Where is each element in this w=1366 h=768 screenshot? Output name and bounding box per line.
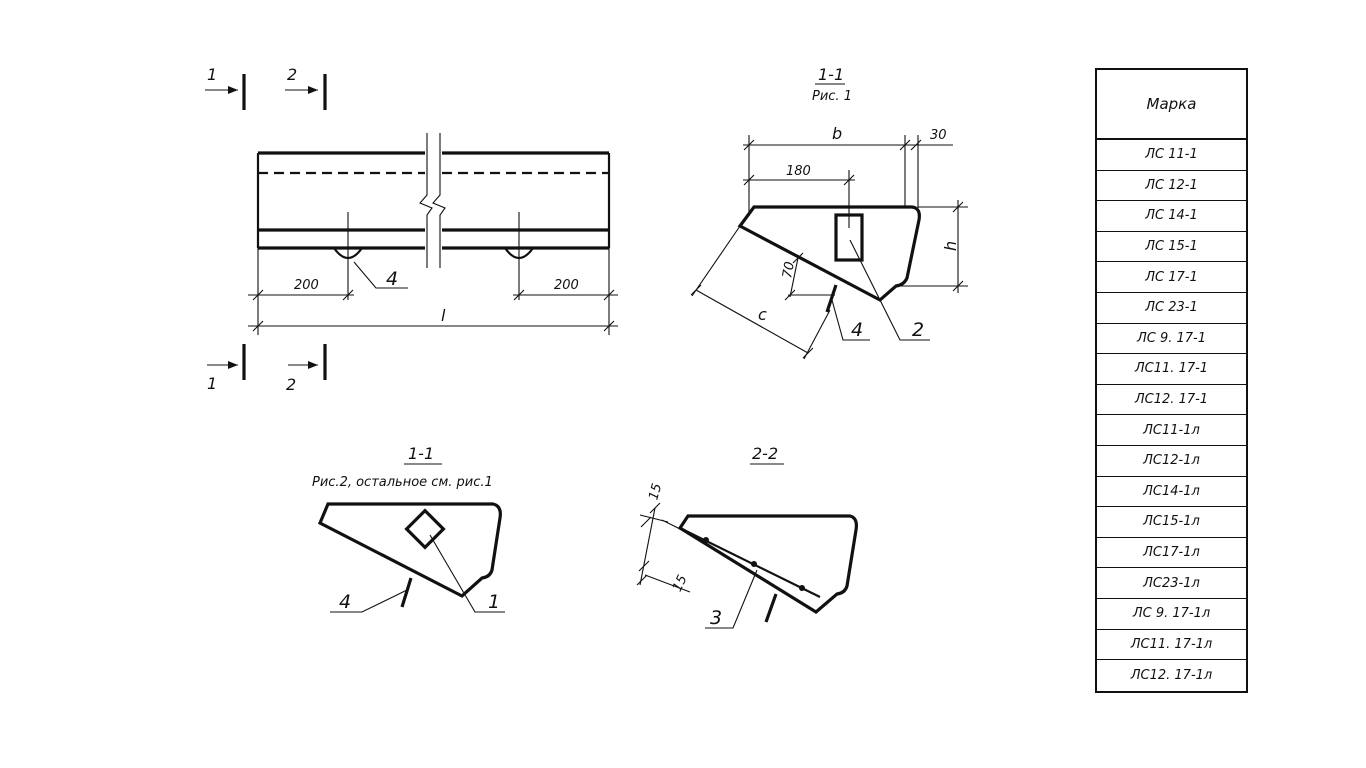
dimension-180: 180 — [743, 164, 855, 228]
section-label-1-top: 1 — [207, 65, 217, 84]
dimension-200-right: 200 — [513, 248, 618, 335]
callout-4-fig2: 4 — [339, 591, 351, 613]
dimension-c: c — [690, 225, 831, 360]
marka-table-row: ЛС17-1л — [1097, 538, 1246, 569]
callout-leader-2-fig1: 2 — [849, 239, 930, 341]
section-1-1-fig2-title: 1-1 — [408, 444, 434, 463]
dim-15-a-label: 15 — [646, 482, 665, 502]
section-marker-1-top: 1 — [205, 65, 246, 110]
marka-table-row: ЛС12-1л — [1097, 446, 1246, 477]
section-1-1-fig2-subtitle: Рис.2, остальное см. рис.1 — [312, 475, 493, 490]
dim-c-label: c — [758, 305, 767, 324]
section-label-2-top: 2 — [287, 65, 297, 84]
section-marker-2-top: 2 — [285, 65, 327, 110]
dim-15-b-label: 15 — [670, 573, 691, 594]
dimension-200-left: 200 — [248, 248, 354, 335]
dim-200-left-label: 200 — [294, 278, 319, 293]
marka-table-row: ЛС 17-1 — [1097, 262, 1246, 293]
dimension-length: l — [248, 306, 618, 332]
callout-4-elevation: 4 — [386, 268, 398, 290]
elevation-view: 1 2 1 2 — [205, 65, 618, 394]
callout-leader-1-fig2: 1 — [429, 534, 505, 613]
section-profile-fig1 — [737, 205, 921, 302]
callout-1-fig2: 1 — [488, 591, 500, 613]
marka-table-row: ЛС11. 17-1 — [1097, 354, 1246, 385]
dimension-15: 15 15 — [636, 482, 691, 594]
embedded-plate-fig2 — [404, 508, 446, 550]
dim-180-label: 180 — [786, 164, 811, 179]
section-2-2-title: 2-2 — [752, 444, 778, 463]
section-profile-fig2 — [317, 502, 502, 598]
dim-200-right-label: 200 — [554, 278, 579, 293]
marka-table: Марка ЛС 11-1 ЛС 12-1 ЛС 14-1 ЛС 15-1 ЛС… — [1095, 68, 1248, 693]
callout-leader-4-fig1: 4 — [831, 299, 870, 341]
marka-table-row: ЛС14-1л — [1097, 477, 1246, 508]
marka-table-row: ЛС 9. 17-1л — [1097, 599, 1246, 630]
marka-table-row: ЛС 12-1 — [1097, 171, 1246, 202]
marka-table-row: ЛС15-1л — [1097, 507, 1246, 538]
rebar-point — [799, 585, 805, 591]
section-label-2-bottom: 2 — [286, 375, 296, 394]
marka-table-header: Марка — [1097, 70, 1246, 140]
rebar-point — [751, 561, 757, 567]
marka-table-row: ЛС 15-1 — [1097, 232, 1246, 263]
callout-3: 3 — [710, 607, 722, 629]
marka-table-row: ЛС11. 17-1л — [1097, 630, 1246, 661]
marka-table-row: ЛС 23-1 — [1097, 293, 1246, 324]
section-2-2: 2-2 15 15 3 — [636, 444, 858, 629]
section-1-1-fig1-title: 1-1 — [818, 65, 844, 84]
section-label-1-bottom: 1 — [207, 374, 217, 393]
dimension-b: b 30 — [743, 124, 953, 215]
section-marker-2-bottom: 2 — [286, 344, 327, 394]
marka-table-row: ЛС23-1л — [1097, 568, 1246, 599]
section-1-1-fig1-subtitle: Рис. 1 — [812, 89, 852, 104]
dim-b-label: b — [832, 124, 842, 143]
lifting-loop-right — [504, 212, 534, 300]
callout-leader-4-fig2: 4 — [330, 589, 408, 613]
section-1-1-fig2: 1-1 Рис.2, остальное см. рис.1 4 1 — [312, 444, 505, 613]
dimension-70: 70 — [780, 252, 835, 301]
beam-outline — [256, 133, 611, 268]
section-marker-1-bottom: 1 — [207, 344, 246, 393]
dim-30-label: 30 — [930, 128, 947, 143]
rebar-point — [703, 537, 709, 543]
dim-h-label: h — [941, 241, 960, 251]
lifting-loop-left — [333, 212, 363, 300]
marka-table-row: ЛС 11-1 — [1097, 140, 1246, 171]
callout-2-fig1: 2 — [912, 319, 924, 341]
marka-table-row: ЛС12. 17-1 — [1097, 385, 1246, 416]
callout-leader-4-top: 4 — [353, 261, 408, 290]
dim-length-label: l — [441, 306, 446, 325]
callout-leader-3: 3 — [705, 569, 758, 629]
section-1-1-fig1: 1-1 Рис. 1 b 30 180 — [690, 65, 968, 360]
dim-70-label: 70 — [780, 261, 798, 280]
section-profile-2-2 — [677, 514, 858, 614]
marka-table-row: ЛС 9. 17-1 — [1097, 324, 1246, 355]
dimension-h: h — [900, 200, 968, 293]
marka-table-row: ЛС 14-1 — [1097, 201, 1246, 232]
callout-4-fig1: 4 — [851, 319, 863, 341]
marka-table-row: ЛС11-1л — [1097, 415, 1246, 446]
marka-table-row: ЛС12. 17-1л — [1130, 667, 1213, 683]
